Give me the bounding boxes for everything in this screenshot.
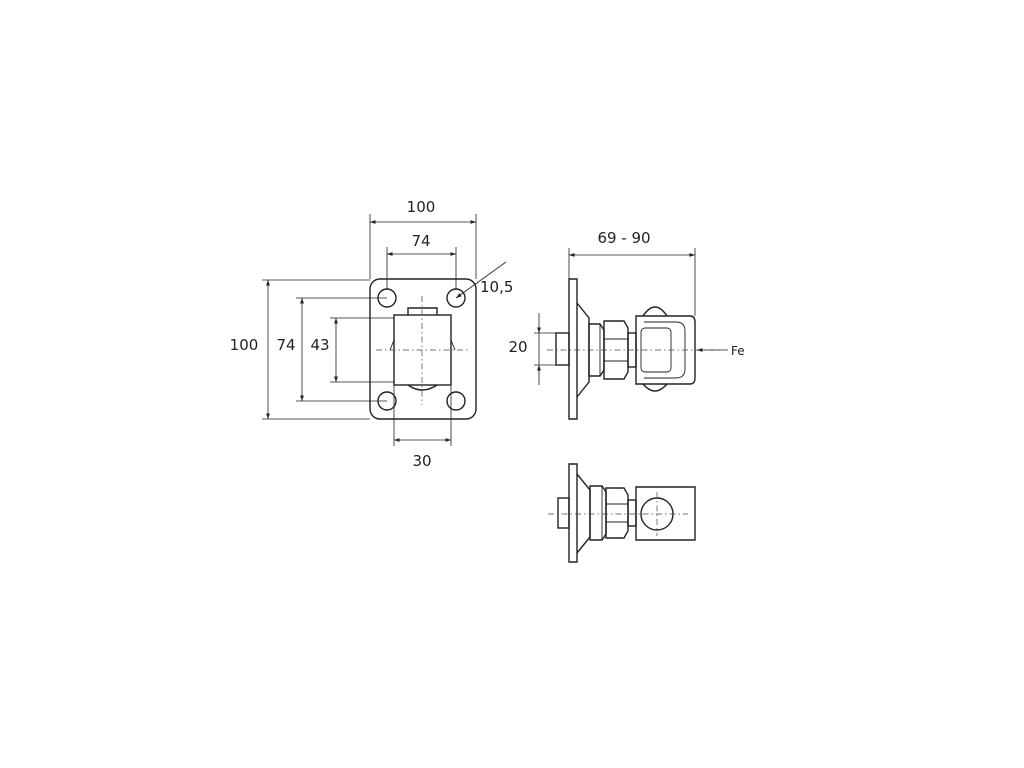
pin-top xyxy=(642,306,668,317)
hinge-knuckle-bottom xyxy=(407,384,438,391)
bolt-stub-top xyxy=(557,497,570,529)
base-plate-outline xyxy=(369,278,477,420)
dim-width-holes: 74 xyxy=(411,232,430,250)
front-view: 100 74 100 74 43 30 10,5 xyxy=(230,198,514,470)
nut-top xyxy=(605,487,629,539)
gate-eye-top xyxy=(635,486,696,541)
plate-side xyxy=(568,278,578,420)
dim-bolt-diameter: 20 xyxy=(508,338,527,356)
dim-height-outer: 100 xyxy=(230,336,259,354)
mounting-hole xyxy=(446,391,466,411)
dim-hole-diameter: 10,5 xyxy=(480,278,513,296)
pin-bottom xyxy=(642,383,668,392)
nut-top xyxy=(589,485,607,541)
plate-boss-top xyxy=(576,473,591,554)
material-label: Fe xyxy=(731,344,745,358)
dim-height-holes: 74 xyxy=(276,336,295,354)
nut xyxy=(603,320,629,380)
plate-edge xyxy=(568,463,578,563)
hinge-knuckle-top xyxy=(407,307,438,315)
dim-width-block: 30 xyxy=(412,452,431,470)
dim-width-outer: 100 xyxy=(407,198,436,216)
dim-length-range: 69 - 90 xyxy=(597,229,650,247)
top-view xyxy=(548,463,696,563)
shaft-top xyxy=(627,499,637,527)
side-view: 69 - 90 20 Fe xyxy=(508,229,745,420)
gate-eye xyxy=(635,315,696,385)
bolt-stub xyxy=(555,332,570,366)
dim-height-block: 43 xyxy=(310,336,329,354)
